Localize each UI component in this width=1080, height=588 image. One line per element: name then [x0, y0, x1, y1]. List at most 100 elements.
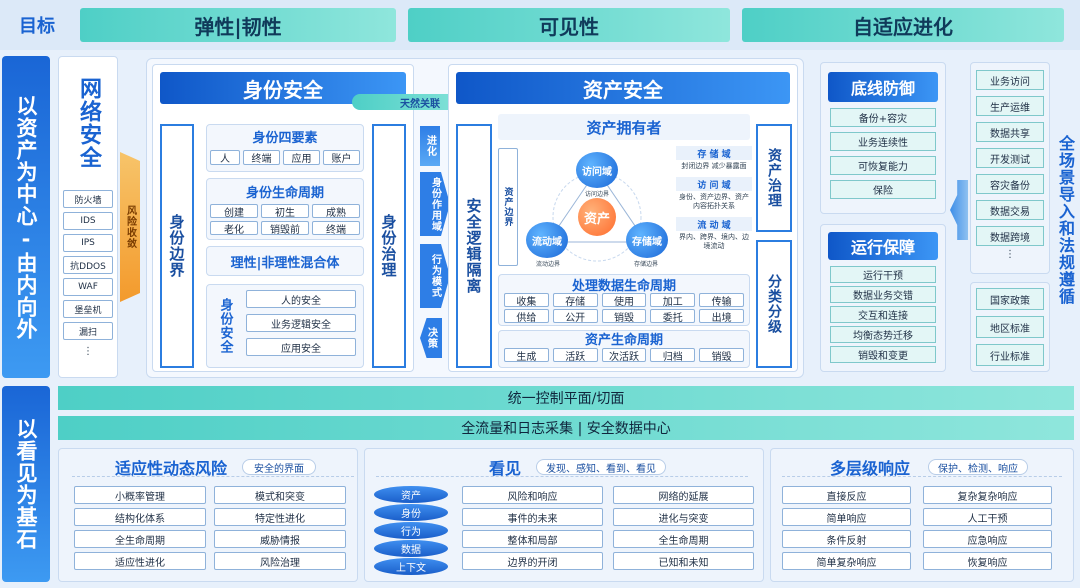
asset-isolation: 安全逻辑隔离 [456, 124, 492, 368]
store-border-label: 存储边界 [633, 260, 658, 268]
response-items: 直接反应 复杂复杂响应 简单响应 人工干预 条件反射 应急响应 简单复杂响应 恢… [782, 486, 1052, 570]
visit-border-label: 访问边界 [584, 190, 609, 198]
asset-life-item: 次活跃 [601, 348, 647, 363]
ops-title: 运行保障 [828, 232, 938, 260]
identity-four-item: 账户 [323, 150, 360, 165]
response-item: 简单复杂响应 [782, 552, 911, 570]
see-header [376, 455, 748, 477]
see-item: 进化与突变 [613, 508, 754, 526]
network-item: 防火墙 [63, 190, 113, 208]
see-tag: 发现、感知、看到、看见 [536, 459, 666, 475]
bottom-line-item: 保险 [830, 180, 936, 199]
bottom-line-item: 备份+容灾 [830, 108, 936, 127]
asset-title: 资产安全 [456, 72, 790, 104]
risk-convergence-tag: 风险收敛 [120, 152, 140, 302]
domain-notes: 存 储 域 封闭边界 减少暴露面 访 问 域 身份、资产边界、资产内容拓扑关系 … [676, 146, 752, 251]
identity-life-items: 创建 初生 成熟 老化 销毁前 终端 [210, 204, 360, 236]
data-center-bar: 全流量和日志采集 | 安全数据中心 [58, 416, 1074, 440]
data-life-item: 委托 [650, 309, 696, 324]
goal-adaptive: 自适应进化 [742, 8, 1064, 42]
data-life-item: 使用 [601, 293, 647, 308]
bottom-line-item: 业务连续性 [830, 132, 936, 151]
network-list: 防火墙 IDS IPS 抗DDOS WAF 堡垒机 漏扫 ⋮ [63, 190, 113, 358]
identity-four-item: 人 [210, 150, 240, 165]
see-item: 风险和响应 [462, 486, 603, 504]
risk-item: 适应性进化 [74, 552, 206, 570]
risk-item: 风险治理 [214, 552, 346, 570]
arrow-evolve: 进化 [420, 126, 440, 166]
identity-life-item: 创建 [210, 204, 258, 219]
response-item: 恢复响应 [923, 552, 1052, 570]
asset-life-item: 归档 [650, 348, 696, 363]
data-life-item: 供给 [504, 309, 549, 324]
response-item: 条件反射 [782, 530, 911, 548]
scenes-items: 业务访问 生产运维 数据共享 开发测试 容灾备份 数据交易 数据跨境 ⋮ [976, 70, 1044, 260]
identity-life-item: 终端 [312, 221, 360, 236]
identity-four-item: 终端 [243, 150, 280, 165]
see-item: 网络的延展 [613, 486, 754, 504]
network-item: IPS [63, 234, 113, 252]
scene-item-more: ⋮ [1005, 248, 1015, 260]
note-flow-desc: 界内、跨界、境内、边境流动 [679, 233, 749, 250]
bottom-line-item: 可恢复能力 [830, 156, 936, 175]
policies-items: 国家政策 地区标准 行业标准 [976, 288, 1044, 366]
control-plane-bar: 统一控制平面/切面 [58, 386, 1074, 410]
ops-item: 均衡态势迁移 [830, 326, 936, 343]
data-life-item: 加工 [650, 293, 696, 308]
data-life-item: 出境 [699, 309, 744, 324]
scene-item: 数据交易 [976, 200, 1044, 220]
risk-item: 威胁情报 [214, 530, 346, 548]
ops-item: 运行干预 [830, 266, 936, 283]
ops-item: 交互和连接 [830, 306, 936, 323]
note-store-title: 存 储 域 [676, 146, 752, 160]
response-tag: 保护、检测、响应 [928, 459, 1028, 475]
see-item: 整体和局部 [462, 530, 603, 548]
scene-item: 容灾备份 [976, 174, 1044, 194]
asset-classify: 分类分级 [756, 240, 792, 368]
note-visit-desc: 身份、资产边界、资产内容拓扑关系 [679, 193, 749, 210]
see-item: 事件的未来 [462, 508, 603, 526]
identity-governance: 身份治理 [372, 124, 406, 368]
response-item: 复杂复杂响应 [923, 486, 1052, 504]
network-item: WAF [63, 278, 113, 296]
ops-item: 数据业务交错 [830, 286, 936, 303]
identity-sec-label: 身份安全 [217, 298, 233, 354]
goal-label: 目标 [19, 16, 55, 37]
identity-four-items: 人 终端 应用 账户 [210, 150, 360, 165]
identity-sec-item: 应用安全 [246, 338, 356, 356]
see-title: 看见 [488, 459, 521, 478]
scene-item: 生产运维 [976, 96, 1044, 116]
see-item: 已知和未知 [613, 552, 754, 570]
store-domain: 存储域 [626, 222, 668, 258]
data-life-item: 传输 [699, 293, 744, 308]
flow-domain: 流动域 [526, 222, 568, 258]
bottom-line-title: 底线防御 [828, 72, 938, 102]
network-item: 堡垒机 [63, 300, 113, 318]
note-visit-title: 访 问 域 [676, 177, 752, 191]
identity-border: 身份边界 [160, 124, 194, 368]
risk-item: 模式和突变 [214, 486, 346, 504]
see-items: 风险和响应 网络的延展 事件的未来 进化与突变 整体和局部 全生命周期 边界的开… [462, 486, 754, 570]
identity-four-title: 身份四要素 [252, 130, 318, 146]
goal-resilience: 弹性|韧性 [80, 8, 396, 42]
note-flow-title: 流 动 域 [676, 217, 752, 231]
identity-hybrid: 理性|非理性混合体 [206, 246, 364, 276]
network-item: IDS [63, 212, 113, 230]
bottom-line-items: 备份+容灾 业务连续性 可恢复能力 保险 [830, 108, 936, 199]
asset-life-item: 销毁 [699, 348, 744, 363]
see-stack-layer: 身份 [374, 504, 448, 521]
policy-item: 国家政策 [976, 288, 1044, 310]
flow-border-label: 流动边界 [535, 260, 560, 268]
response-item: 人工干预 [923, 508, 1052, 526]
risk-items: 小概率管理 模式和突变 结构化体系 特定性进化 全生命周期 威胁情报 适应性进化… [74, 486, 346, 570]
asset-governance: 资产治理 [756, 124, 792, 232]
goal-visibility: 可见性 [408, 8, 730, 42]
note-store-desc: 封闭边界 减少暴露面 [681, 162, 747, 170]
identity-life-item: 销毁前 [261, 221, 309, 236]
identity-life-item: 成熟 [312, 204, 360, 219]
response-item: 应急响应 [923, 530, 1052, 548]
asset-life-items: 生成 活跃 次活跃 归档 销毁 [504, 348, 744, 363]
risk-item: 结构化体系 [74, 508, 206, 526]
risk-item: 特定性进化 [214, 508, 346, 526]
response-item: 直接反应 [782, 486, 911, 504]
